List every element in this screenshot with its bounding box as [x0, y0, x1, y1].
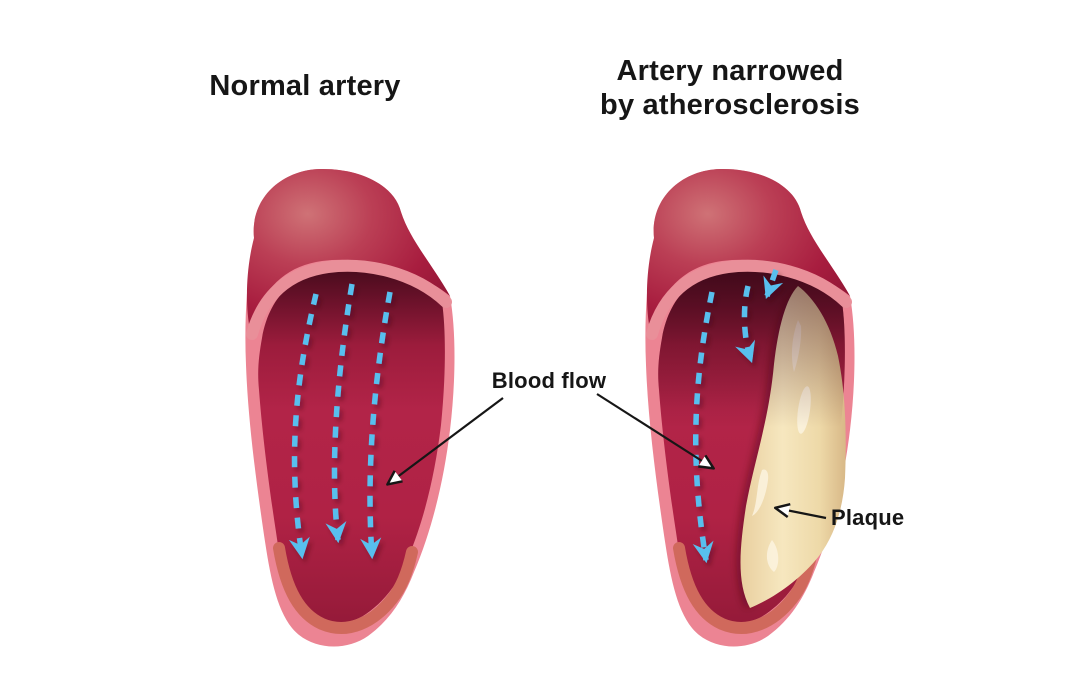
- blood-flow-label: Blood flow: [491, 368, 607, 393]
- plaque-pointer: [773, 502, 827, 520]
- blood-flow-pointer-right: [596, 393, 715, 470]
- narrowed-artery-title: Artery narrowed by atherosclerosis: [570, 55, 890, 123]
- narrowed-blood-flow-arrows: [692, 269, 784, 564]
- narrowed-artery-figure: [645, 168, 855, 647]
- plaque-label: Plaque: [831, 505, 905, 530]
- annotations: [386, 393, 827, 520]
- narrowed-artery-title-line2: by atherosclerosis: [600, 88, 860, 121]
- opening-shadow: [658, 267, 845, 624]
- normal-artery-figure: [245, 168, 455, 647]
- blood-flow-pointer-left: [386, 397, 504, 486]
- narrowed-artery-title-line1: Artery narrowed: [616, 55, 844, 87]
- flow-arrow: [763, 269, 784, 299]
- flow-arrow: [735, 285, 756, 363]
- normal-artery-title: Normal artery: [209, 70, 401, 102]
- flow-arrow: [692, 291, 715, 564]
- flow-arrow: [325, 283, 355, 544]
- flow-arrow: [360, 291, 393, 560]
- flow-arrow: [288, 293, 319, 560]
- normal-blood-flow-arrows: [288, 283, 393, 560]
